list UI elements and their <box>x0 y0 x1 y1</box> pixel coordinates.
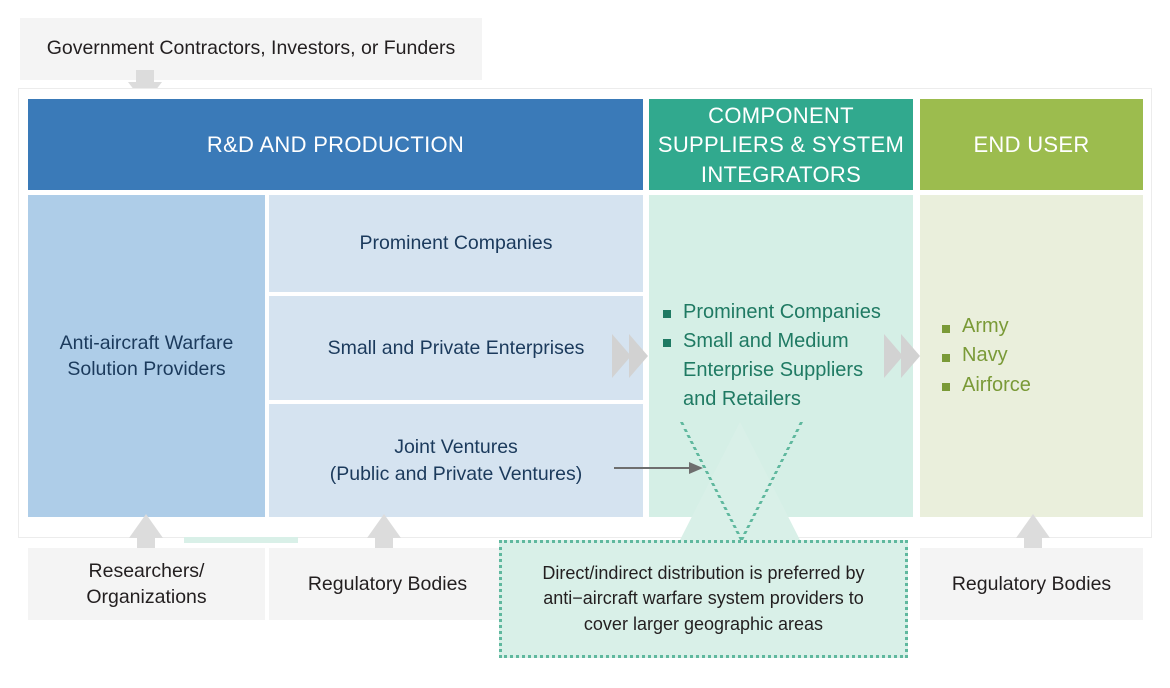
providers-block: Anti-aircraft Warfare Solution Providers <box>28 195 265 517</box>
bottom-box-regulatory-left-label: Regulatory Bodies <box>307 572 468 595</box>
subbox-jv-line1: Joint Ventures <box>394 436 518 459</box>
subbox-prominent-companies: Prominent Companies <box>269 195 643 292</box>
government-funders-box: Government Contractors, Investors, or Fu… <box>20 18 482 80</box>
bullet-square-icon <box>942 353 950 362</box>
column-header-end-user: END USER <box>920 99 1143 190</box>
arrow-up-regulatory-left-icon <box>367 514 401 550</box>
list-item: Navy <box>942 341 1121 370</box>
list-item-label: Navy <box>962 344 1008 367</box>
end-user-bullet-list: Army Navy Airforce <box>942 312 1121 400</box>
callout-tail-fill <box>680 422 800 540</box>
column-header-rd-label: R&D AND PRODUCTION <box>206 131 465 157</box>
column-header-supplier-label: COMPONENT SUPPLIERS & SYSTEM INTEGRATORS <box>657 103 905 187</box>
callout-distribution-note: Direct/indirect distribution is preferre… <box>499 422 908 658</box>
column-header-end-user-label: END USER <box>973 131 1090 157</box>
end-user-body: Army Navy Airforce <box>920 195 1143 517</box>
list-item: Army <box>942 312 1121 341</box>
list-item-label: Army <box>962 315 1009 338</box>
bottom-box-researchers: Researchers/ Organizations <box>28 548 265 620</box>
subbox-prominent-label: Prominent Companies <box>359 232 553 255</box>
list-item-label: Airforce <box>962 373 1031 396</box>
subbox-small-private-enterprises: Small and Private Enterprises <box>269 296 643 400</box>
list-item-label: Small and Medium Enterprise Suppliers an… <box>683 330 864 410</box>
callout-text: Direct/indirect distribution is preferre… <box>542 562 865 634</box>
bottom-box-regulatory-right: Regulatory Bodies <box>920 548 1143 620</box>
callout-body: Direct/indirect distribution is preferre… <box>499 540 908 658</box>
list-item-label: Prominent Companies <box>683 301 881 323</box>
supplier-bullet-list: Prominent Companies Small and Medium Ent… <box>663 298 899 414</box>
bottom-box-researchers-label: Researchers/ Organizations <box>86 559 207 608</box>
list-item: Airforce <box>942 371 1121 400</box>
bullet-square-icon <box>942 382 950 391</box>
list-item: Small and Medium Enterprise Suppliers an… <box>663 327 899 414</box>
subbox-jv-line2: (Public and Private Ventures) <box>329 462 583 485</box>
column-header-component-suppliers: COMPONENT SUPPLIERS & SYSTEM INTEGRATORS <box>649 99 913 190</box>
subbox-small-private-label: Small and Private Enterprises <box>327 336 585 359</box>
government-funders-label: Government Contractors, Investors, or Fu… <box>46 37 456 60</box>
chevron-right-icon <box>884 334 924 378</box>
bottom-box-regulatory-right-label: Regulatory Bodies <box>951 572 1112 595</box>
chevron-right-icon <box>612 334 652 378</box>
subbox-joint-ventures: Joint Ventures (Public and Private Ventu… <box>269 404 643 517</box>
bottom-box-regulatory-left: Regulatory Bodies <box>269 548 506 620</box>
arrow-up-researchers-icon <box>129 514 163 550</box>
callout-seam <box>184 537 298 543</box>
list-item: Prominent Companies <box>663 298 899 327</box>
bullet-square-icon <box>663 339 671 348</box>
bullet-square-icon <box>663 310 671 319</box>
bullet-square-icon <box>942 324 950 333</box>
column-header-rd-production: R&D AND PRODUCTION <box>28 99 643 190</box>
providers-label: Anti-aircraft Warfare Solution Providers <box>59 331 234 380</box>
arrow-up-regulatory-right-icon <box>1016 514 1050 550</box>
